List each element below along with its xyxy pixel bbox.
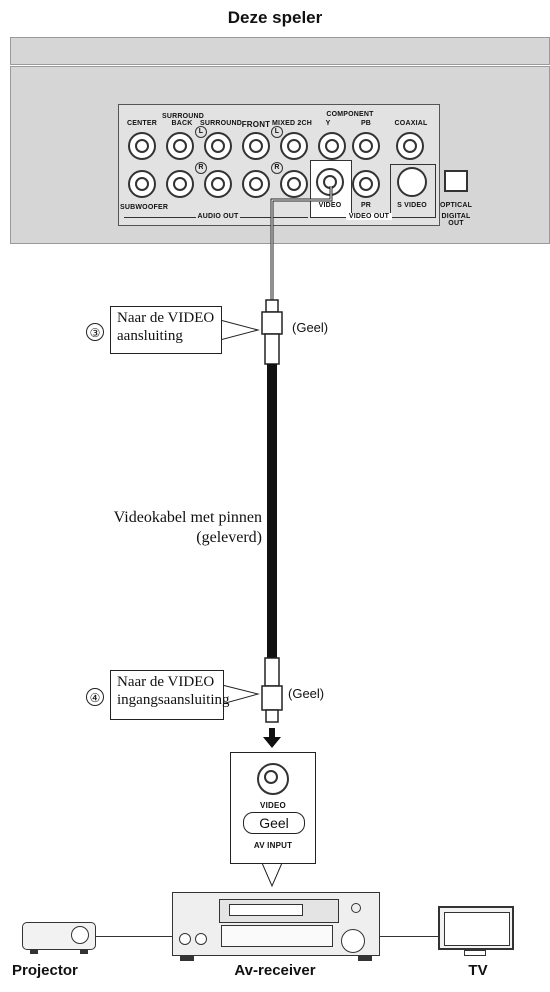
label-mixed-2ch: MIXED 2CH bbox=[272, 120, 312, 127]
cable-label-line1: Videokabel met pinnen bbox=[113, 509, 262, 526]
callout-4: Naar de VIDEO ingangsaansluiting bbox=[110, 670, 230, 720]
label-l: L bbox=[195, 126, 207, 138]
callout-4-line1: Naar de VIDEO bbox=[117, 674, 215, 690]
label-r: R bbox=[195, 162, 207, 174]
av-video-label: VIDEO bbox=[260, 801, 286, 810]
component-pr-jack bbox=[352, 170, 380, 198]
callout-3-line1: Naar de VIDEO bbox=[117, 310, 215, 326]
label-r-2: R bbox=[271, 162, 283, 174]
mixed-2ch-r-jack bbox=[280, 170, 308, 198]
surround-back-l-jack bbox=[166, 132, 194, 160]
tv-label: TV bbox=[468, 962, 488, 979]
s-video-jack bbox=[397, 167, 427, 197]
label-front: FRONT bbox=[241, 120, 271, 129]
cable-lead-top bbox=[270, 186, 333, 300]
label-audio-out: AUDIO OUT bbox=[196, 213, 240, 220]
label-s-video: S VIDEO bbox=[397, 202, 427, 209]
label-pr: PR bbox=[360, 202, 372, 209]
callout-3-pointer bbox=[219, 319, 260, 341]
label-optical: OPTICAL bbox=[439, 202, 473, 209]
callout-3: Naar de VIDEO aansluiting bbox=[110, 306, 222, 354]
projector-label: Projector bbox=[12, 962, 78, 979]
mixed-2ch-l-jack bbox=[280, 132, 308, 160]
av-input-box: VIDEO Geel AV INPUT bbox=[230, 752, 316, 864]
surround-r-jack bbox=[204, 170, 232, 198]
cable-label: Videokabel met pinnen (geleverd) bbox=[40, 508, 262, 548]
surround-back-r-jack bbox=[166, 170, 194, 198]
label-digital-out: DIGITAL OUT bbox=[441, 213, 471, 227]
label-video: VIDEO bbox=[318, 202, 342, 209]
subwoofer-jack bbox=[128, 170, 156, 198]
av-input-label: AV INPUT bbox=[253, 841, 293, 850]
label-subwoofer: SUBWOOFER bbox=[120, 204, 169, 211]
receiver-label: Av-receiver bbox=[234, 962, 316, 979]
label-component: COMPONENT bbox=[326, 111, 374, 118]
down-arrow-icon bbox=[263, 728, 281, 748]
label-l-2: L bbox=[271, 126, 283, 138]
diagram-title: Deze speler bbox=[227, 8, 323, 27]
av-color-badge: Geel bbox=[243, 812, 305, 834]
tv-line bbox=[380, 936, 438, 937]
label-coaxial: COAXIAL bbox=[394, 120, 428, 127]
av-video-jack bbox=[257, 763, 289, 795]
center-jack bbox=[128, 132, 156, 160]
lower-plug-icon bbox=[261, 657, 283, 723]
plug-3-color-label: (Geel) bbox=[292, 320, 329, 335]
label-pb: PB bbox=[360, 120, 372, 127]
projector-icon bbox=[22, 922, 96, 950]
cable-lead-top-inner bbox=[271, 186, 332, 300]
coaxial-jack bbox=[396, 132, 424, 160]
label-video-out: VIDEO OUT bbox=[346, 213, 392, 220]
component-y-jack bbox=[318, 132, 346, 160]
receiver-icon bbox=[172, 892, 380, 956]
callout-3-line2: aansluiting bbox=[117, 328, 183, 344]
label-center: CENTER bbox=[127, 120, 157, 127]
av-input-pointer bbox=[261, 862, 283, 888]
cable-body bbox=[267, 364, 277, 658]
front-l-jack bbox=[242, 132, 270, 160]
upper-plug-icon bbox=[261, 299, 283, 365]
optical-jack bbox=[444, 170, 468, 192]
label-surround: SURROUND bbox=[200, 120, 243, 127]
callout-4-line2: ingangsaansluiting bbox=[117, 692, 230, 708]
step-4-marker: ④ bbox=[86, 688, 104, 706]
step-3-marker: ③ bbox=[86, 323, 104, 341]
plug-4-color-label: (Geel) bbox=[288, 686, 325, 701]
tv-icon bbox=[438, 906, 514, 950]
component-pb-jack bbox=[352, 132, 380, 160]
front-r-jack bbox=[242, 170, 270, 198]
label-y: Y bbox=[325, 120, 331, 127]
cable-label-line2: (geleverd) bbox=[196, 529, 262, 546]
surround-l-jack bbox=[204, 132, 232, 160]
label-surround-back: SURROUND BACK bbox=[162, 113, 205, 127]
projector-line bbox=[96, 936, 176, 937]
